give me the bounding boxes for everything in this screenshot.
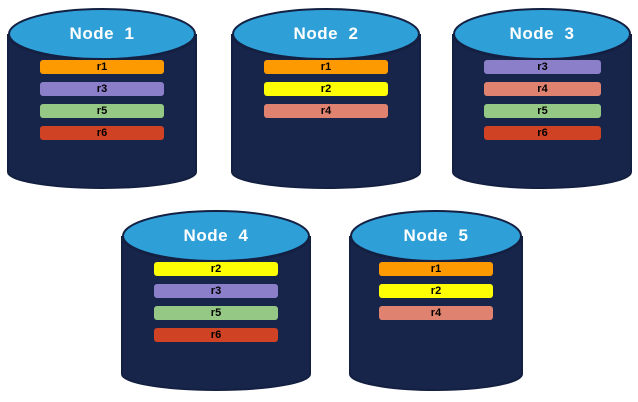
cylinder-top-disc <box>8 8 196 60</box>
node-title: Node 4 <box>183 226 249 245</box>
record-bar[interactable]: r1 <box>264 60 388 74</box>
record-bar[interactable]: r2 <box>264 82 388 96</box>
node-cylinder-2[interactable]: Node 2 r1 r2 r4 <box>231 8 421 189</box>
node-cylinder-3[interactable]: Node 3 r3 r4 r5 r6 <box>452 8 632 189</box>
record-bar[interactable]: r5 <box>40 104 164 118</box>
record-list: r1 r2 r4 <box>264 60 388 118</box>
record-bar[interactable]: r5 <box>154 306 278 320</box>
record-bar[interactable]: r3 <box>40 82 164 96</box>
node-title: Node 3 <box>509 24 575 43</box>
cylinder-top-disc <box>122 210 310 262</box>
record-list: r2 r3 r5 r6 <box>154 262 278 342</box>
record-bar[interactable]: r3 <box>484 60 601 74</box>
record-bar[interactable]: r3 <box>154 284 278 298</box>
record-bar[interactable]: r6 <box>154 328 278 342</box>
node-cylinder-4[interactable]: Node 4 r2 r3 r5 r6 <box>121 210 311 391</box>
record-bar[interactable]: r4 <box>264 104 388 118</box>
node-cylinder-1[interactable]: Node 1 r1 r3 r5 r6 <box>7 8 197 189</box>
record-bar[interactable]: r2 <box>154 262 278 276</box>
record-list: r3 r4 r5 r6 <box>484 60 601 140</box>
record-bar[interactable]: r1 <box>379 262 493 276</box>
node-cylinder-5[interactable]: Node 5 r1 r2 r4 <box>349 210 523 391</box>
record-list: r1 r3 r5 r6 <box>40 60 164 140</box>
cylinder-top-disc <box>453 8 631 60</box>
record-bar[interactable]: r6 <box>40 126 164 140</box>
node-title: Node 1 <box>69 24 135 43</box>
record-bar[interactable]: r6 <box>484 126 601 140</box>
node-title: Node 2 <box>293 24 359 43</box>
cylinder-top-disc <box>350 210 522 262</box>
record-bar[interactable]: r5 <box>484 104 601 118</box>
record-bar[interactable]: r4 <box>379 306 493 320</box>
record-bar[interactable]: r1 <box>40 60 164 74</box>
cylinder-top-disc <box>232 8 420 60</box>
record-bar[interactable]: r2 <box>379 284 493 298</box>
node-title: Node 5 <box>403 226 469 245</box>
record-list: r1 r2 r4 <box>379 262 493 320</box>
record-bar[interactable]: r4 <box>484 82 601 96</box>
